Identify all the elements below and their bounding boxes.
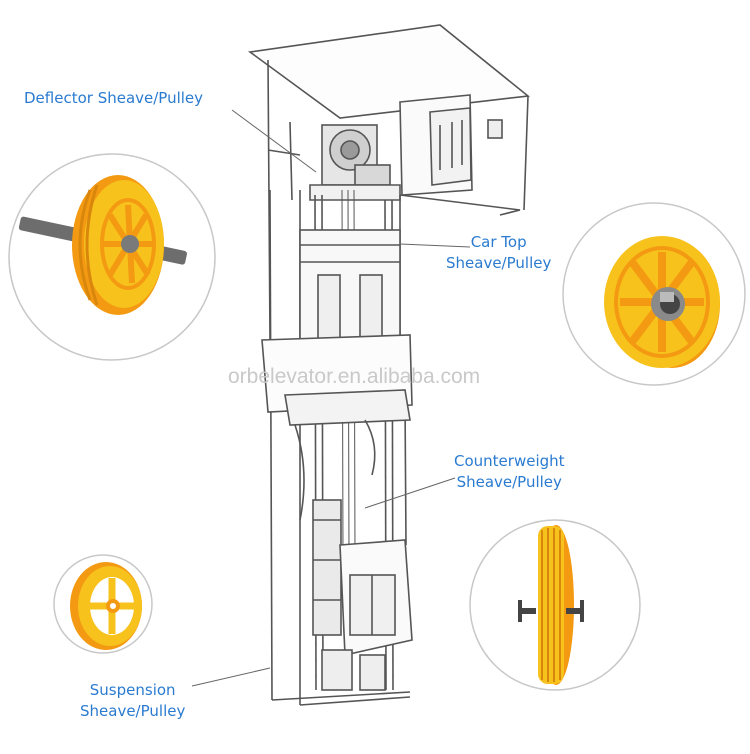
watermark: orbelevator.en.alibaba.com [228, 365, 481, 388]
machine-room [247, 24, 530, 341]
car-top-pulley-callout [562, 202, 746, 386]
counterweight-line1: Counterweight [454, 452, 565, 470]
car-top-line2: Sheave/Pulley [446, 254, 552, 272]
car-top-sheave-label: Car Top Sheave/Pulley [446, 232, 551, 274]
suspension-line1: Suspension [89, 681, 176, 699]
deflector-sheave-text: Deflector Sheave/Pulley [24, 89, 204, 107]
deflector-sheave-label: Deflector Sheave/Pulley [24, 88, 203, 109]
hoistway [261, 189, 413, 706]
counterweight-line2: Sheave/Pulley [456, 473, 562, 491]
car-top-line1: Car Top [470, 233, 527, 251]
suspension-pulley-callout [53, 554, 153, 654]
leader-lines [191, 109, 471, 687]
suspension-sheave-label: Suspension Sheave/Pulley [80, 680, 185, 722]
counterweight-sheave-label: Counterweight Sheave/Pulley [454, 451, 565, 493]
counterweight-pulley-callout [469, 519, 641, 691]
suspension-line2: Sheave/Pulley [80, 702, 186, 720]
deflector-pulley-callout [8, 153, 216, 361]
